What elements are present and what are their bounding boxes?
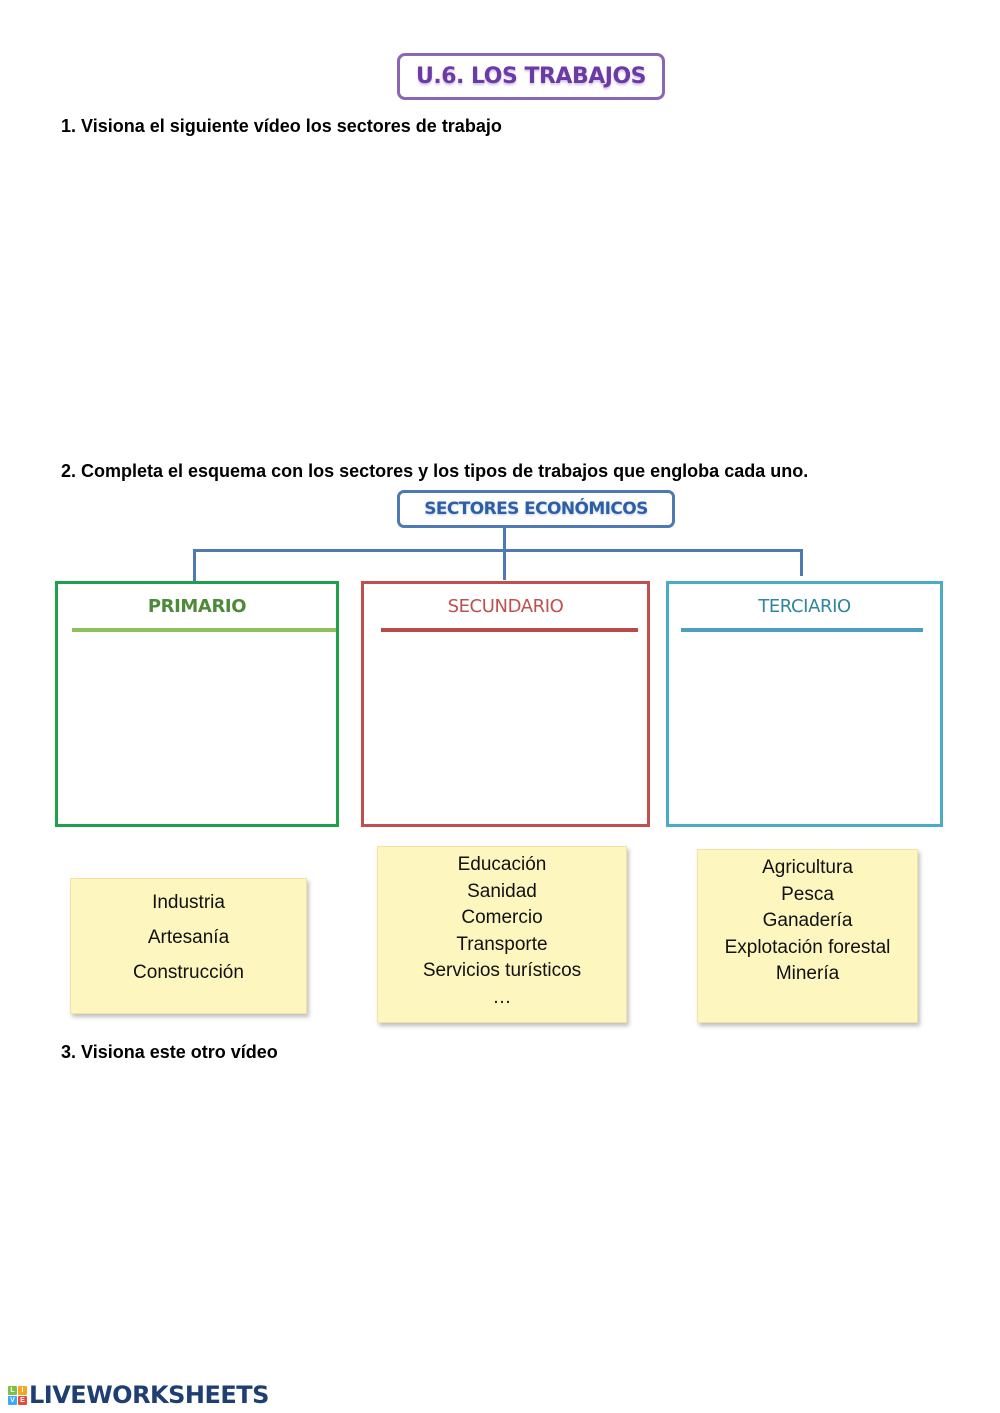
worksheet-title: U.6. LOS TRABAJOS [416, 64, 647, 89]
sector-box-primario[interactable]: PRIMARIO [55, 581, 339, 827]
connector-vertical-left [193, 549, 196, 581]
liveworksheets-logo: L I V E LIVEWORKSHEETS [8, 1381, 269, 1409]
worksheet-title-box: U.6. LOS TRABAJOS [397, 53, 665, 100]
sector-rule-terciario [681, 628, 923, 632]
card-item: Servicios turísticos [422, 960, 582, 981]
card-item: Ganadería [762, 910, 853, 931]
question-3: 3. Visiona este otro vídeo [61, 1042, 278, 1062]
connector-horizontal [193, 549, 803, 552]
card-terciario-jobs[interactable]: Educación Sanidad Comercio Transporte Se… [377, 846, 627, 1023]
card-item: Agricultura [762, 857, 853, 878]
question-2: 2. Completa el esquema con los sectores … [61, 461, 809, 481]
sector-label-terciario: TERCIARIO [758, 596, 851, 617]
card-item: … [492, 986, 512, 1008]
card-item: Educación [457, 854, 547, 875]
diagram-root-box: SECTORES ECONÓMICOS [397, 490, 675, 528]
sector-box-terciario[interactable]: TERCIARIO [666, 581, 943, 827]
card-item: Artesanía [147, 927, 230, 948]
sector-box-secundario[interactable]: SECUNDARIO [361, 581, 650, 827]
card-item: Transporte [456, 933, 548, 955]
diagram-root-label: SECTORES ECONÓMICOS [424, 499, 648, 519]
video-area-2[interactable] [61, 1075, 941, 1355]
connector-vertical-right [800, 549, 803, 576]
card-item: Construcción [133, 962, 244, 983]
sector-label-primario: PRIMARIO [147, 596, 247, 617]
sector-rule-primario [72, 628, 336, 632]
question-1: 1. Visiona el siguiente vídeo los sector… [61, 116, 502, 136]
card-item: Comercio [461, 907, 543, 928]
card-item: Explotación forestal [724, 936, 891, 958]
card-primario-jobs[interactable]: Agricultura Pesca Ganadería Explotación … [697, 849, 918, 1023]
sector-rule-secundario [381, 628, 638, 632]
card-item: Pesca [781, 883, 834, 905]
logo-tiles-icon: L I V E [8, 1385, 27, 1405]
card-item: Minería [775, 963, 840, 984]
video-area-1[interactable] [61, 150, 941, 440]
brand-text: LIVEWORKSHEETS [29, 1381, 269, 1409]
connector-vertical-center [503, 528, 506, 580]
card-item: Sanidad [467, 880, 537, 902]
sector-label-secundario: SECUNDARIO [447, 596, 564, 617]
card-secundario-jobs[interactable]: Industria Artesanía Construcción [70, 878, 307, 1014]
card-item: Industria [152, 892, 225, 913]
